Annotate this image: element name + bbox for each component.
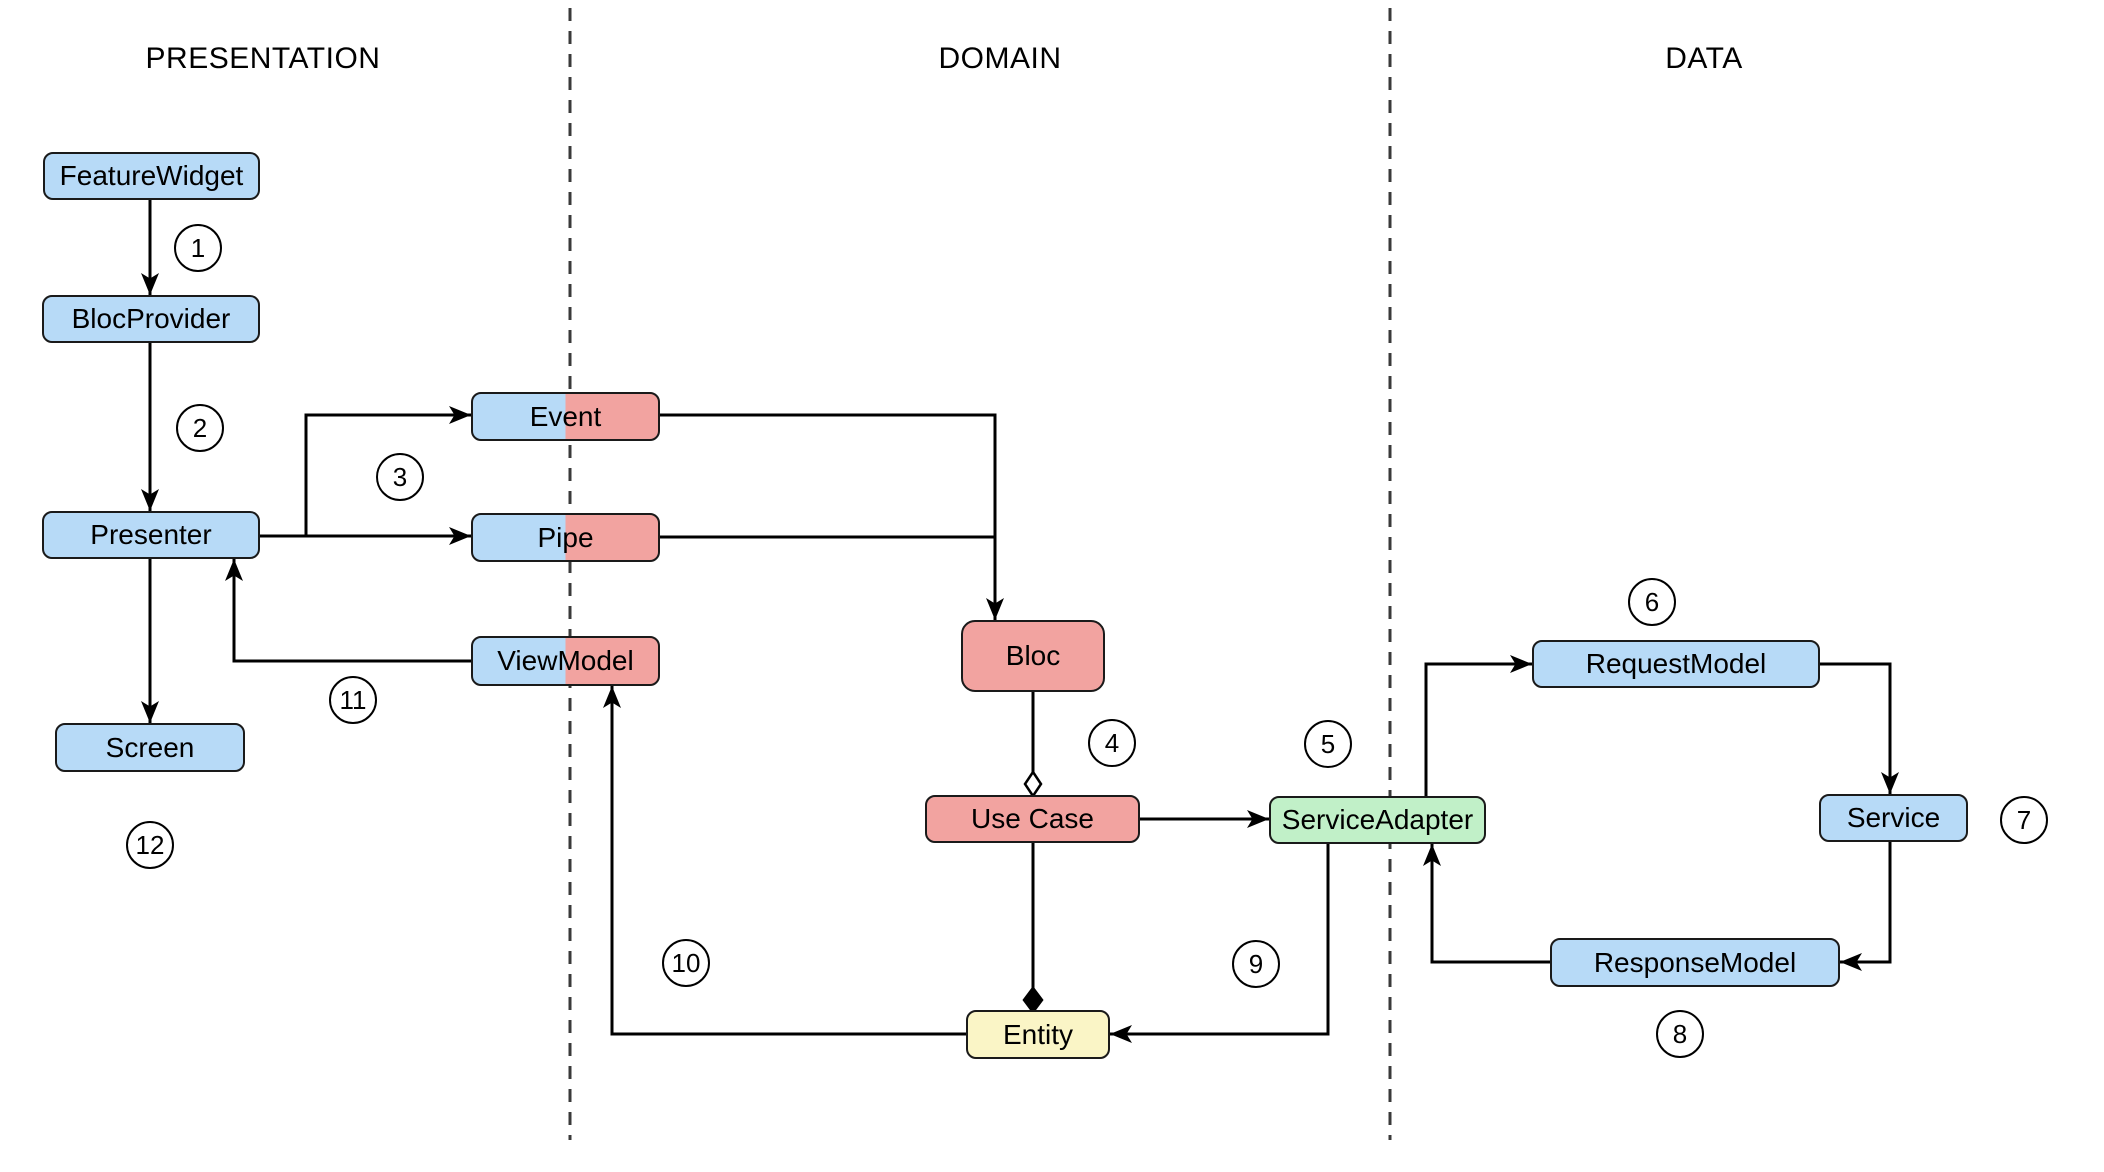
node-usecase: Use Case <box>925 795 1140 843</box>
node-event-label: Event <box>529 400 602 432</box>
step-5: 5 <box>1320 728 1336 759</box>
node-screen: Screen <box>55 723 245 772</box>
step-badge-3: 3 <box>376 453 424 501</box>
step-12: 12 <box>135 829 165 860</box>
step-badge-8: 8 <box>1656 1010 1704 1058</box>
step-badge-11: 11 <box>329 676 377 724</box>
step-1: 1 <box>190 232 206 263</box>
node-service: Service <box>1819 794 1968 842</box>
step-4: 4 <box>1104 727 1120 758</box>
node-usecase-label: Use Case <box>971 803 1094 834</box>
node-responsemodel: ResponseModel <box>1550 938 1840 987</box>
node-event: Event <box>471 392 660 441</box>
edge-service-responsemodel <box>1840 842 1892 971</box>
step-badge-4: 4 <box>1088 719 1136 767</box>
step-6: 6 <box>1644 586 1660 617</box>
step-badge-1: 1 <box>174 224 222 272</box>
edge-responsemodel-serviceadapter <box>1423 844 1550 964</box>
node-featurewidget-label: FeatureWidget <box>59 160 244 191</box>
step-11: 11 <box>339 684 367 715</box>
node-bloc: Bloc <box>961 620 1105 692</box>
step-10: 10 <box>671 947 701 978</box>
step-badge-12: 12 <box>126 821 174 869</box>
step-2: 2 <box>192 412 208 443</box>
edge-requestmodel-service <box>1820 662 1899 794</box>
node-requestmodel: RequestModel <box>1532 640 1820 688</box>
node-service-label: Service <box>1846 802 1941 833</box>
step-9: 9 <box>1248 948 1264 979</box>
edges <box>141 200 1899 1043</box>
node-requestmodel-label: RequestModel <box>1585 648 1767 679</box>
composition-diamond <box>1022 985 1044 1015</box>
step-badge-6: 6 <box>1628 578 1676 626</box>
node-viewmodel: ViewModel <box>471 636 660 686</box>
node-serviceadapter-label: ServiceAdapter <box>1281 804 1474 835</box>
layer-label-domain: DOMAIN <box>938 42 1062 75</box>
node-entity-label: Entity <box>1002 1018 1074 1050</box>
node-serviceadapter: ServiceAdapter <box>1269 796 1486 844</box>
node-viewmodel-label: ViewModel <box>497 645 634 676</box>
step-7: 7 <box>2016 804 2032 835</box>
node-presenter-label: Presenter <box>90 519 212 550</box>
step-3: 3 <box>392 461 408 492</box>
step-badge-5: 5 <box>1304 720 1352 768</box>
edge-viewmodel-presenter <box>225 559 471 663</box>
layer-label-data: DATA <box>1665 42 1743 75</box>
node-entity: Entity <box>966 1010 1110 1059</box>
node-responsemodel-label: ResponseModel <box>1593 946 1797 978</box>
node-pipe: Pipe <box>471 513 660 562</box>
step-badge-9: 9 <box>1232 940 1280 988</box>
aggregation-diamond <box>1023 769 1043 799</box>
node-featurewidget: FeatureWidget <box>43 152 260 200</box>
step-badge-10: 10 <box>662 939 710 987</box>
step-badge-2: 2 <box>176 404 224 452</box>
node-bloc-label: Bloc <box>1005 640 1061 671</box>
edge-entity-viewmodel <box>603 686 966 1036</box>
edge-serviceadapter-entity <box>1110 844 1330 1043</box>
node-pipe-label: Pipe <box>537 521 594 553</box>
edge-event-bloc <box>660 413 1004 620</box>
step-badge-7: 7 <box>2000 796 2048 844</box>
node-screen-label: Screen <box>105 731 195 763</box>
node-presenter: Presenter <box>42 511 260 559</box>
node-blocprovider-label: BlocProvider <box>71 303 231 334</box>
layer-label-presentation: PRESENTATION <box>145 42 381 75</box>
step-8: 8 <box>1672 1018 1688 1049</box>
node-blocprovider: BlocProvider <box>42 295 260 343</box>
edge-serviceadapter-requestmodel <box>1424 655 1532 796</box>
